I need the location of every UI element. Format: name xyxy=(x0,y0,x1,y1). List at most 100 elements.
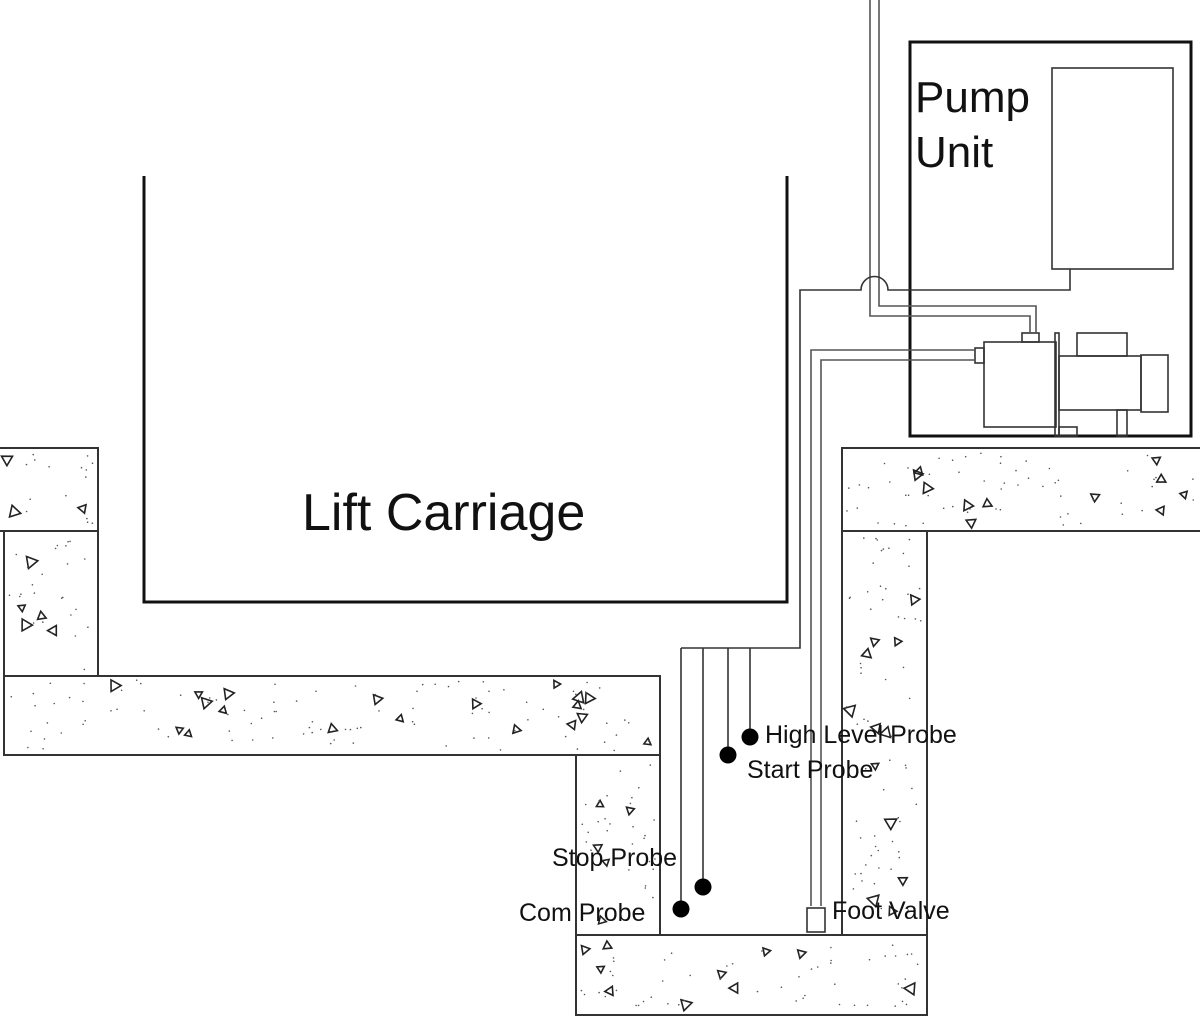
aggregate-speck xyxy=(999,508,1002,511)
aggregate-triangle xyxy=(865,894,880,909)
aggregate-speck xyxy=(15,553,18,556)
aggregate-speck xyxy=(250,722,253,725)
suction-pipe-inner xyxy=(820,359,975,906)
aggregate-speck xyxy=(883,462,886,465)
aggregate-speck xyxy=(65,494,67,497)
aggregate-triangle xyxy=(922,480,935,495)
aggregate-speck xyxy=(927,494,929,497)
aggregate-speck xyxy=(863,537,865,539)
aggregate-speck xyxy=(863,718,865,721)
aggregate-speck xyxy=(1025,460,1027,462)
aggregate-speck xyxy=(542,708,545,711)
aggregate-speck xyxy=(447,685,450,688)
aggregate-speck xyxy=(884,955,886,957)
aggregate-speck xyxy=(888,547,890,549)
aggregate-triangle xyxy=(580,944,592,956)
aggregate-speck xyxy=(919,620,922,622)
concrete-sump-bottom xyxy=(575,934,928,1016)
aggregate-triangle xyxy=(471,697,483,711)
aggregate-speck xyxy=(901,987,903,989)
aggregate-speck xyxy=(966,511,969,513)
aggregate-triangle xyxy=(8,503,23,519)
aggregate-speck xyxy=(880,907,883,910)
aggregate-speck xyxy=(654,858,656,860)
aggregate-speck xyxy=(1054,482,1056,484)
aggregate-triangle xyxy=(372,693,385,706)
aggregate-speck xyxy=(143,710,145,712)
aggregate-speck xyxy=(587,831,589,834)
aggregate-speck xyxy=(915,803,918,806)
aggregate-speck xyxy=(624,719,626,721)
start-probe xyxy=(719,746,737,764)
aggregate-speck xyxy=(615,989,618,992)
aggregate-speck xyxy=(421,683,424,686)
aggregate-speck xyxy=(881,598,884,601)
aggregate-speck xyxy=(661,980,664,982)
aggregate-triangle xyxy=(716,969,728,981)
aggregate-speck xyxy=(889,759,891,761)
aggregate-speck xyxy=(576,748,579,750)
aggregate-speck xyxy=(308,726,311,729)
aggregate-speck xyxy=(613,749,615,752)
aggregate-speck xyxy=(349,728,352,731)
stop-probe xyxy=(694,878,712,896)
aggregate-speck xyxy=(629,802,632,805)
aggregate-speck xyxy=(53,702,55,705)
aggregate-speck xyxy=(612,974,614,977)
aggregate-speck xyxy=(25,463,28,466)
aggregate-speck xyxy=(761,950,763,952)
aggregate-speck xyxy=(87,626,89,628)
aggregate-speck xyxy=(795,1000,797,1002)
aggregate-speck xyxy=(894,1005,896,1007)
aggregate-speck xyxy=(243,709,246,712)
aggregate-speck xyxy=(846,510,848,512)
aggregate-speck xyxy=(120,689,123,692)
aggregate-speck xyxy=(872,562,874,564)
aggregate-triangle xyxy=(912,465,924,477)
aggregate-speck xyxy=(683,999,686,1002)
motor-terminal-box xyxy=(1076,332,1128,357)
aggregate-speck xyxy=(638,786,640,789)
aggregate-speck xyxy=(82,700,84,703)
aggregate-speck xyxy=(1146,454,1149,457)
aggregate-speck xyxy=(916,963,919,966)
aggregate-speck xyxy=(75,608,77,611)
aggregate-speck xyxy=(311,721,314,723)
aggregate-speck xyxy=(731,963,734,965)
aggregate-speck xyxy=(995,508,997,510)
foot-valve-label: Foot Valve xyxy=(832,897,950,925)
aggregate-speck xyxy=(901,1000,904,1003)
aggregate-speck xyxy=(1080,522,1082,525)
aggregate-speck xyxy=(860,666,862,669)
aggregate-speck xyxy=(604,818,606,820)
aggregate-speck xyxy=(30,730,32,733)
concrete-slab-left-top xyxy=(0,447,99,532)
discharge-pipe-outer xyxy=(869,0,1031,333)
aggregate-triangle xyxy=(600,858,611,868)
aggregate-speck xyxy=(179,694,182,696)
aggregate-speck xyxy=(482,681,485,683)
aggregate-speck xyxy=(983,480,985,482)
aggregate-speck xyxy=(27,746,29,749)
aggregate-triangle xyxy=(575,712,589,725)
aggregate-speck xyxy=(604,995,607,998)
aggregate-speck xyxy=(584,803,587,806)
aggregate-speck xyxy=(10,695,13,698)
aggregate-speck xyxy=(29,498,32,501)
aggregate-speck xyxy=(41,573,43,576)
aggregate-triangle xyxy=(592,843,604,854)
aggregate-speck xyxy=(906,953,909,956)
aggregate-triangle xyxy=(1150,456,1162,467)
probe-cable xyxy=(681,269,1071,649)
aggregate-speck xyxy=(68,696,71,699)
aggregate-speck xyxy=(606,794,608,797)
aggregate-speck xyxy=(1153,478,1155,481)
aggregate-speck xyxy=(951,459,954,462)
high-level-probe-label: High Level Probe xyxy=(765,721,957,749)
aggregate-speck xyxy=(890,868,892,870)
stop-probe-label: Stop Probe xyxy=(552,844,677,872)
aggregate-speck xyxy=(856,507,859,509)
aggregate-speck xyxy=(891,840,894,843)
lift-carriage-label: Lift Carriage xyxy=(302,484,585,542)
motor-foot xyxy=(1116,409,1128,437)
